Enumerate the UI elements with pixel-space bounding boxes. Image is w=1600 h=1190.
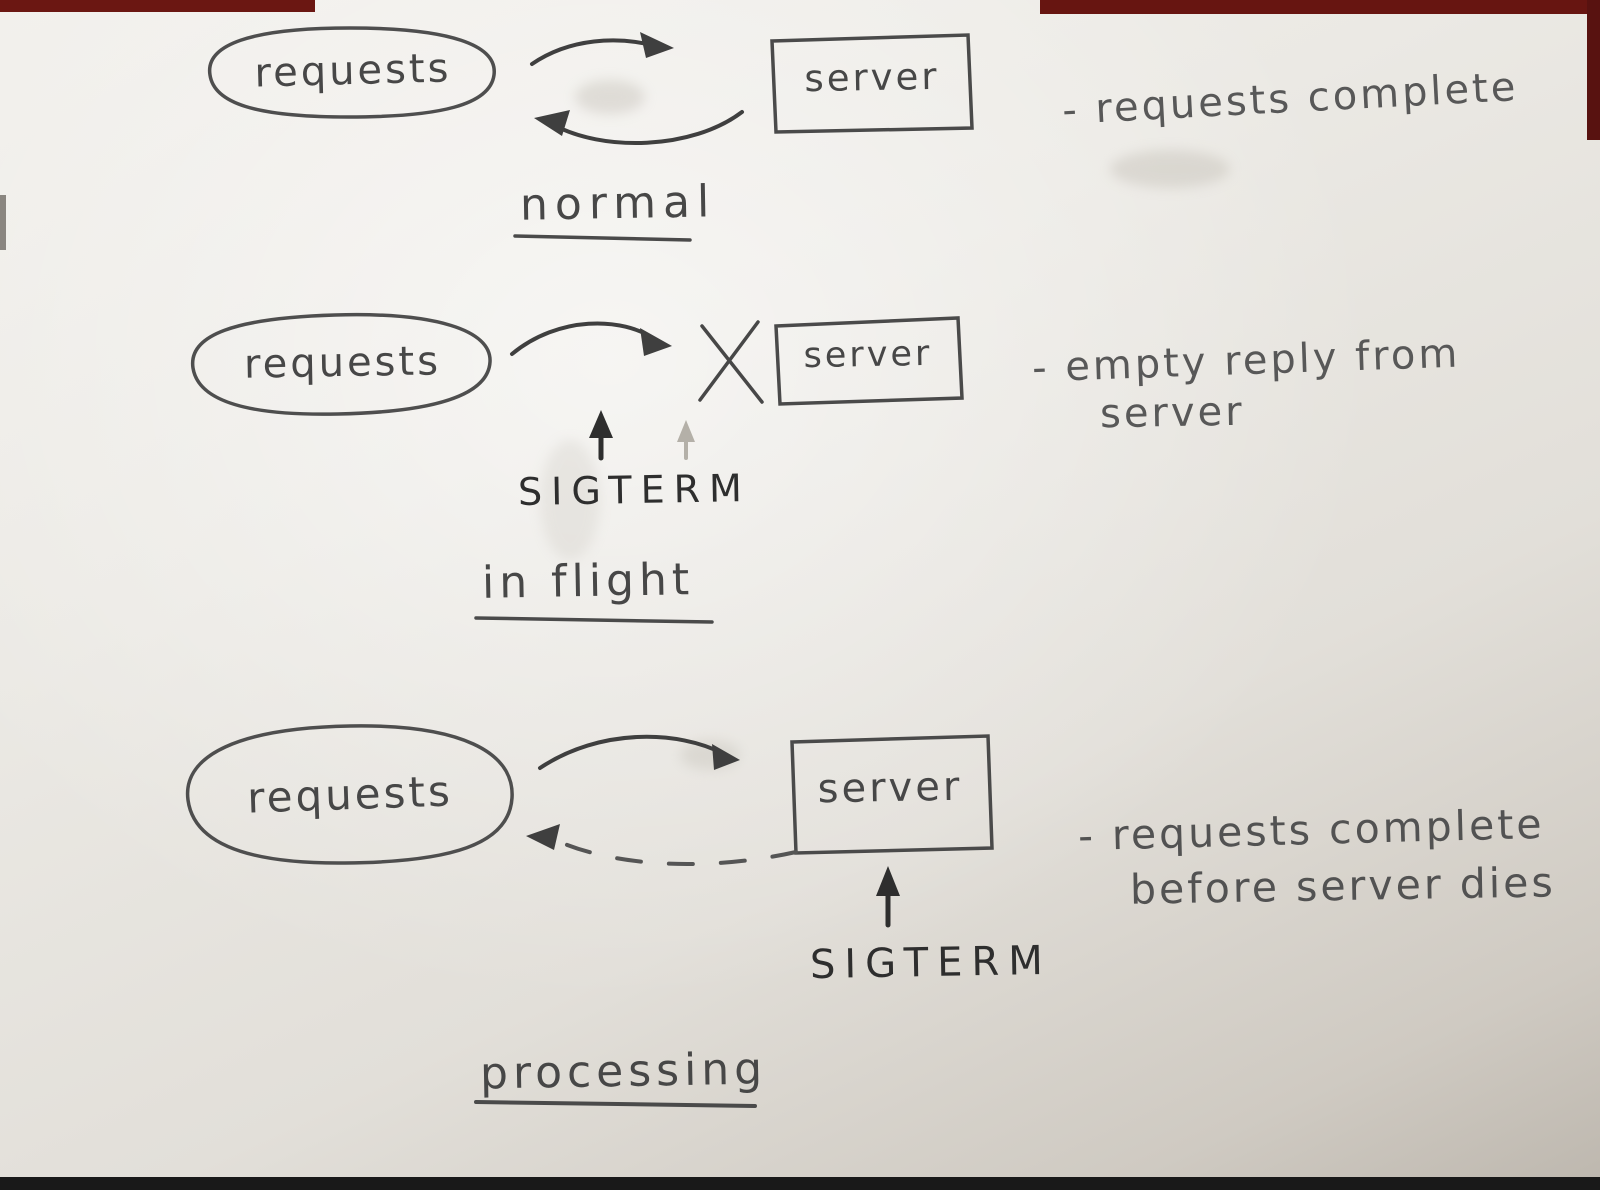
note-inflight-line2: server: [1099, 388, 1246, 438]
smudge: [1110, 150, 1230, 188]
caption-processing: processing: [479, 1043, 768, 1100]
server-box-inflight: [774, 316, 964, 406]
requests-label-processing: requests: [246, 766, 454, 823]
requests-oval-inflight: [190, 312, 492, 416]
server-box-processing: [790, 734, 994, 855]
x-mark-stroke2: [698, 320, 760, 402]
server-label-normal: server: [804, 54, 940, 101]
requests-oval-processing: [185, 724, 514, 865]
faint-arrowhead: [677, 420, 695, 442]
caption-underline-normal: [513, 234, 692, 242]
note-processing-line2: before server dies: [1129, 858, 1557, 914]
server-label-processing: server: [817, 763, 963, 813]
requests-oval-normal: [207, 26, 496, 119]
arrow-request-to-server-inflight: [510, 321, 658, 356]
server-box-normal: [770, 33, 974, 134]
server-label-inflight: server: [803, 333, 933, 377]
arrowhead-right-normal: [640, 32, 674, 58]
sigterm-label-inflight: SIGTERM: [517, 465, 752, 515]
arrowhead-dashed-left-processing: [526, 824, 560, 850]
arrow-request-to-server-normal: [530, 38, 658, 66]
arrowhead-right-processing: [712, 744, 740, 770]
smudge: [540, 440, 600, 560]
requests-label-inflight: requests: [243, 338, 442, 388]
photo-edge-top-left: [0, 0, 315, 12]
dashed-return-arrow-processing: [558, 840, 798, 866]
caption-underline-inflight: [474, 616, 714, 624]
photo-edge-top-right: [1040, 0, 1600, 14]
sigterm-arrowhead-processing: [876, 866, 900, 896]
sigterm-arrowhead-inflight: [589, 410, 613, 438]
caption-inflight: in flight: [481, 554, 695, 609]
arrow-request-to-server-processing: [538, 734, 726, 770]
arrowhead-left-normal: [534, 110, 570, 136]
photo-edge-right: [1587, 0, 1600, 140]
smudge: [575, 80, 645, 114]
requests-label-normal: requests: [253, 45, 453, 97]
caption-underline-processing: [474, 1100, 757, 1108]
caption-normal: normal: [519, 176, 717, 231]
arrowhead-right-inflight: [640, 328, 672, 356]
arrow-server-to-request-normal: [550, 110, 744, 145]
photo-edge-left-mark: [0, 195, 6, 250]
sigterm-label-processing: SIGTERM: [809, 937, 1053, 989]
x-mark-stroke1: [700, 324, 764, 404]
photo-edge-bottom: [0, 1177, 1600, 1190]
